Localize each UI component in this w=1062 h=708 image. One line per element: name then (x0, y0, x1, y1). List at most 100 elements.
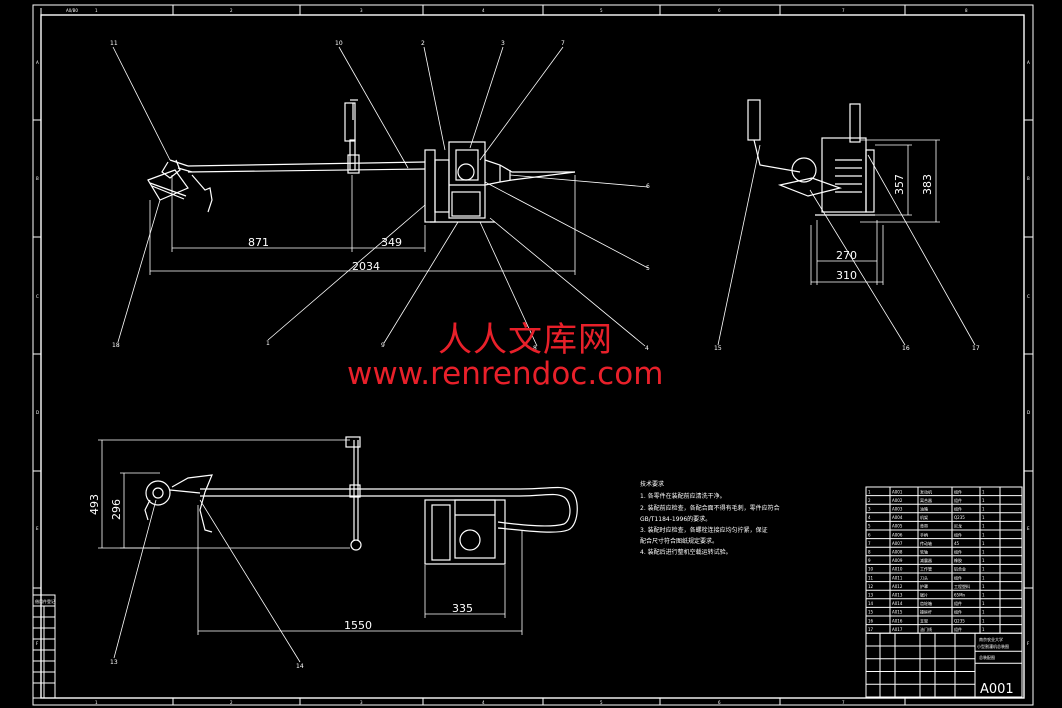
bom-cell: 手柄 (920, 531, 928, 537)
top-view: 493 296 335 1550 13 14 (88, 436, 578, 670)
bom-cell: 组件 (954, 626, 962, 632)
bom-cell: 12 (868, 584, 874, 589)
bom-cell: 1 (982, 524, 985, 529)
sheet-frame (32, 4, 1034, 706)
row-label: A (1027, 60, 1030, 65)
bom-cell: 1 (982, 558, 985, 563)
cutting-head (147, 159, 213, 213)
bom-cell: 铝合金 (954, 566, 966, 572)
callout-8: 8 (533, 345, 537, 352)
row-label: B (1027, 176, 1030, 181)
callout-11: 11 (110, 40, 118, 47)
technical-notes: 技术要求 1. 各零件在装配前应清洗干净。 2. 装配前应检查，各配合面不得有毛… (640, 480, 780, 556)
col-label: 2 (230, 700, 233, 705)
callout-1: 1 (266, 340, 270, 347)
bom-cell: 锯片 (920, 592, 928, 598)
bom-cell: 尼龙 (954, 523, 962, 529)
col-label: 4 (482, 700, 485, 705)
engine-top (424, 499, 506, 565)
callout-13: 13 (110, 659, 118, 666)
row-label: C (36, 294, 39, 299)
bom-cell: 操纵杆 (920, 609, 932, 615)
callout-4: 4 (645, 345, 649, 352)
bom-cell: 1 (982, 532, 985, 537)
bom-cell: 10 (868, 567, 874, 572)
bom-cell: 13 (868, 593, 874, 598)
bom-cell: A007 (892, 541, 903, 546)
top-dimension-lines (98, 439, 523, 635)
callout-5: 5 (646, 265, 650, 272)
bom-cell: A015 (892, 610, 903, 615)
notes-line: 3. 装配时应检查，各螺栓连接应均匀拧紧，保证 (640, 526, 768, 534)
bom-cell: 45 (954, 541, 960, 546)
bom-cell: 1 (982, 601, 985, 606)
bom-cell: 1 (982, 489, 985, 494)
dim-349: 349 (381, 236, 402, 249)
bom-cell: 橡胶 (954, 557, 962, 563)
callout-3: 3 (501, 40, 505, 47)
row-label: D (36, 410, 39, 415)
col-label: 7 (842, 8, 845, 13)
bom-cell: 17 (868, 627, 874, 632)
side-strip: 借用件登记 (32, 594, 56, 699)
sheet-size-label: A0/B0 (66, 8, 78, 13)
bom-cell: A003 (892, 507, 903, 512)
handle (344, 99, 360, 174)
notes-title: 技术要求 (640, 480, 664, 488)
row-label: F (36, 641, 39, 646)
col-label: 7 (842, 700, 845, 705)
shaft-top (200, 486, 578, 533)
bom-cell: 1 (982, 550, 985, 555)
leader-lines (112, 46, 649, 347)
bom-cell: 1 (982, 593, 985, 598)
bom-cell: A014 (892, 601, 903, 606)
end-leader-lines (717, 144, 976, 346)
bom-cell: A016 (892, 618, 903, 623)
bom-cell: 组件 (954, 531, 962, 537)
callout-6: 6 (646, 183, 650, 190)
bom-cell: 护罩 (920, 583, 928, 589)
callout-16: 16 (902, 345, 910, 352)
bom-cell: A011 (892, 575, 903, 580)
bom-cell: 65Mn (954, 593, 966, 598)
bom-cell: 组件 (954, 506, 962, 512)
bom-table (865, 486, 1023, 634)
bom-cell: 15 (868, 610, 874, 615)
bom-cell: 工作管 (920, 566, 932, 572)
notes-line: 2. 装配前应检查，各配合面不得有毛刺，零件应符合 (640, 504, 780, 512)
bom-cell: 离合器 (920, 497, 932, 503)
bom-cell: 1 (982, 575, 985, 580)
dimension-lines (149, 175, 576, 275)
drawing-name: 总装配图 (979, 654, 995, 660)
bom-cell: A002 (892, 498, 903, 503)
bom-cell: 支架 (920, 617, 928, 623)
engine-end (777, 137, 875, 216)
bom-cell: 1 (982, 584, 985, 589)
col-label: 6 (718, 8, 721, 13)
bom-cell: 16 (868, 618, 874, 623)
bom-cell: 传动轴 (920, 540, 932, 546)
bom-cell: 4 (868, 515, 871, 520)
watermark-title: 人人文库网 (438, 320, 613, 360)
bom-cell: 软轴 (920, 549, 928, 555)
bom-cell: 1 (982, 498, 985, 503)
side-view: 871 349 2034 11 10 2 3 7 6 5 1 9 8 4 18 (110, 40, 650, 352)
bom-cell: 1 (982, 627, 985, 632)
bom-cell: 组件 (954, 549, 962, 555)
bom-cell: A001 (892, 489, 903, 494)
notes-line: 4. 装配后进行整机空载运转试验。 (640, 548, 732, 556)
bom-cell: 11 (868, 575, 874, 580)
bom-cell: 1 (982, 507, 985, 512)
dim-383: 383 (921, 174, 934, 195)
handle-top (345, 436, 362, 551)
bom-cell: 6 (868, 532, 871, 537)
row-label: F (1027, 641, 1030, 646)
bom-cell: 1 (868, 489, 871, 494)
bom-cell: A012 (892, 584, 903, 589)
dim-270: 270 (836, 249, 857, 262)
bom-cell: A013 (892, 593, 903, 598)
row-label: A (36, 60, 39, 65)
sheet-labels: A0/B0 1 2 3 4 5 6 7 8 1 2 3 4 5 6 7 A B … (36, 8, 1030, 705)
